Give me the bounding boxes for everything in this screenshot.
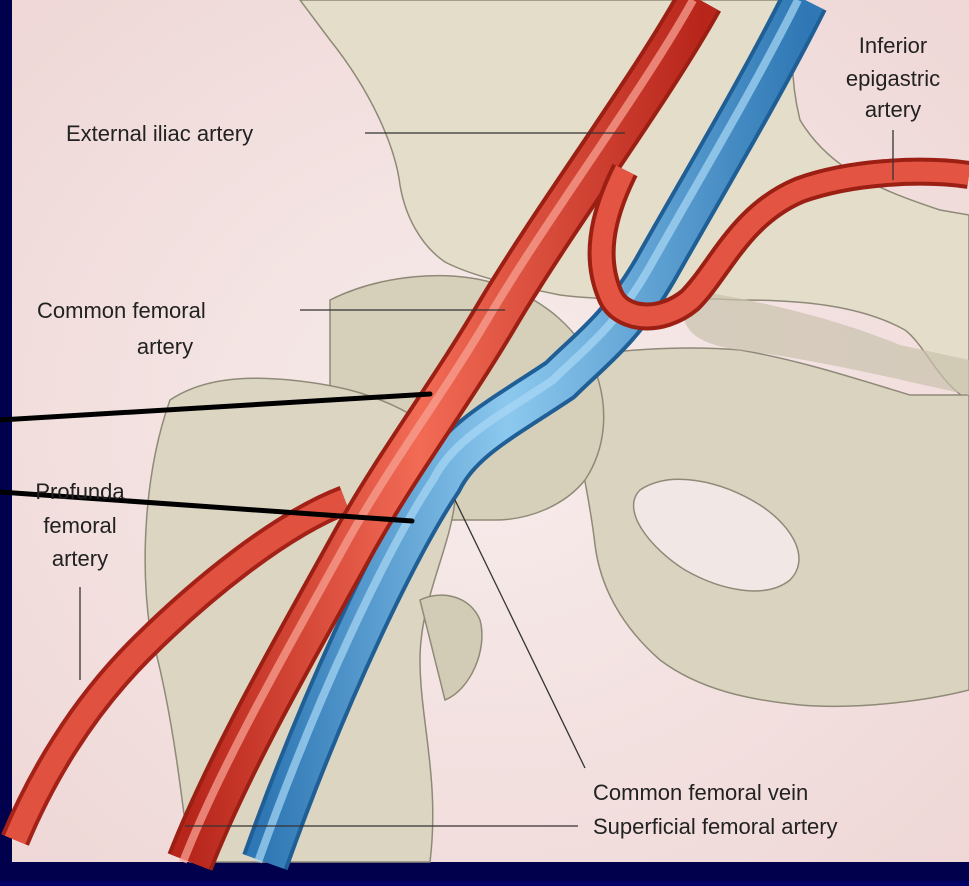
label-common-femoral-vein: Common femoral vein — [593, 780, 808, 805]
label-external-iliac-artery: External iliac artery — [66, 121, 253, 146]
label-profunda-line1: Profunda — [35, 479, 125, 504]
label-inferior-epigastric-line2: epigastric — [846, 66, 940, 91]
label-superficial-femoral-artery: Superficial femoral artery — [593, 814, 838, 839]
label-common-femoral-artery-line2: artery — [137, 334, 193, 359]
label-common-femoral-artery-line1: Common femoral — [37, 298, 206, 323]
label-inferior-epigastric-line1: Inferior — [859, 33, 927, 58]
label-inferior-epigastric-line3: artery — [865, 97, 921, 122]
label-profunda-line3: artery — [52, 546, 108, 571]
label-profunda-line2: femoral — [43, 513, 116, 538]
